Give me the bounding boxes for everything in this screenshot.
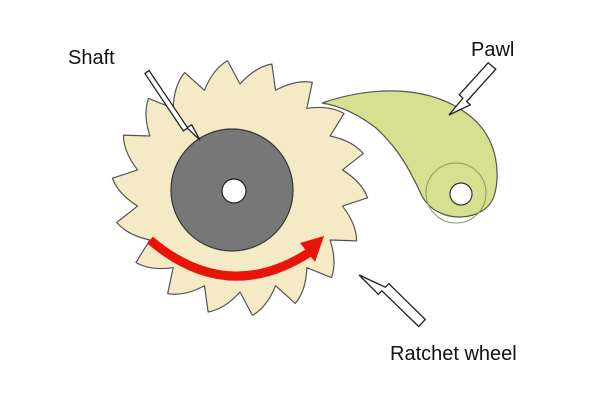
shaft-pointer-arrow-icon	[144, 69, 201, 141]
ratchet-wheel-label: Ratchet wheel	[390, 343, 517, 365]
pawl	[321, 90, 498, 224]
pawl-label: Pawl	[471, 39, 514, 61]
shaft-hole	[221, 178, 247, 204]
shaft-label: Shaft	[68, 47, 115, 69]
pawl-pointer-arrow-icon	[448, 61, 497, 116]
pawl-pivot-hole	[449, 182, 473, 206]
rotation-arrowhead	[300, 236, 324, 262]
rotation-arrow-shaft	[147, 236, 319, 281]
clockwise-arrow-icon	[147, 236, 324, 281]
pawl-pivot-ring	[425, 162, 487, 224]
ratchet-wheel-pointer-arrow-icon	[358, 274, 427, 328]
